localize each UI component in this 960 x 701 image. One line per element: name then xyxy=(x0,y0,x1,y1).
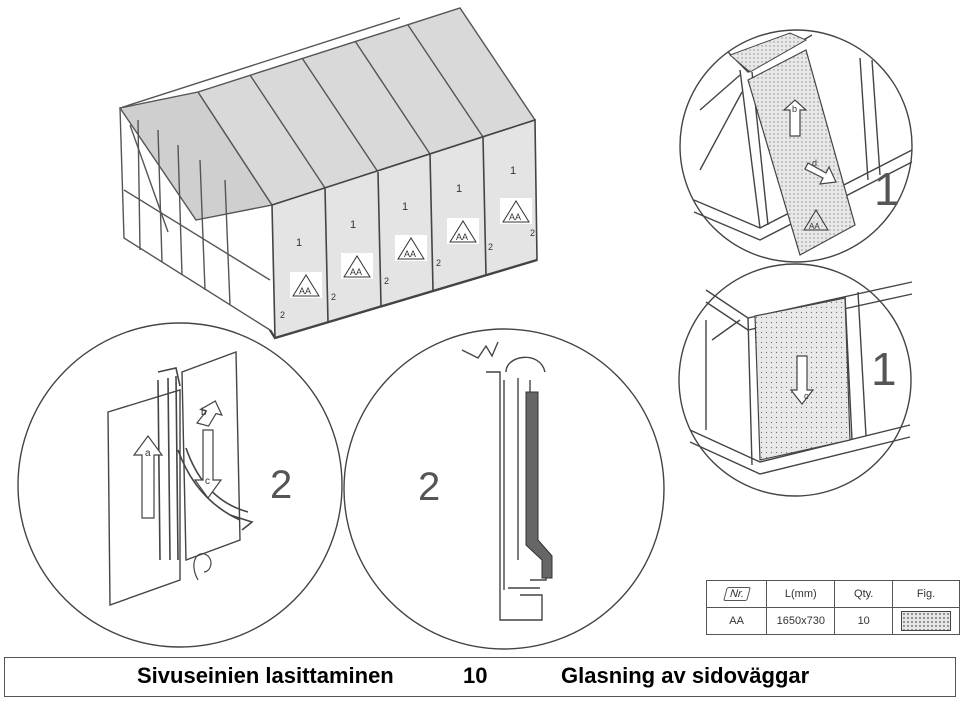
clip-label: 2 xyxy=(331,292,336,302)
title-swedish: Glasning av sidoväggar xyxy=(561,663,810,688)
table-header-row: Nr. L(mm) Qty. Fig. xyxy=(705,580,960,608)
panel-label: 1 xyxy=(510,165,516,177)
detail-circle-top-right: b d AA xyxy=(679,29,913,263)
panel-code-markers: AA AA AA AA AA xyxy=(290,198,532,298)
length-cell: 1650x730 xyxy=(766,607,836,635)
step-number: 1 xyxy=(871,343,897,395)
page-number: 10 xyxy=(463,663,488,688)
panel-number-labels: 1 1 1 1 1 xyxy=(296,165,516,249)
clip-label: 2 xyxy=(436,258,441,268)
qty-header-cell: Qty. xyxy=(834,580,893,608)
page-footer: Sivuseinien lasittaminen 10 Glasning av … xyxy=(4,657,956,697)
greenhouse-end-wall xyxy=(119,107,271,331)
table-row: AA 1650x730 10 xyxy=(705,607,960,635)
length-header-cell: L(mm) xyxy=(766,580,836,608)
arrow-label-d: d xyxy=(812,158,817,168)
glass-panel-swatch xyxy=(901,611,951,631)
nr-header-cell: Nr. xyxy=(722,587,751,601)
panel-label: 1 xyxy=(456,183,462,195)
step-number: 2 xyxy=(270,463,292,507)
panel-code: AA xyxy=(299,286,311,296)
detail-circle-mid-right: c xyxy=(678,263,913,497)
clip-label: 2 xyxy=(384,276,389,286)
panel-label: 1 xyxy=(402,201,408,213)
clip-number-labels: 2 2 2 2 2 2 xyxy=(280,228,535,320)
panel-code: AA xyxy=(350,267,362,277)
greenhouse-roof xyxy=(118,7,537,221)
arrow-label-b: b xyxy=(792,104,797,114)
panel-label: 1 xyxy=(296,237,302,249)
title-finnish: Sivuseinien lasittaminen xyxy=(137,663,394,688)
detail-circle-bottom-center xyxy=(343,328,665,650)
step-number: 2 xyxy=(418,465,440,509)
nr-cell: AA xyxy=(705,607,768,635)
arrow-label-c: c xyxy=(804,391,809,401)
clip-label: 2 xyxy=(488,242,493,252)
arrow-label-b: b xyxy=(201,407,207,418)
arrow-label-c: c xyxy=(205,476,210,487)
panel-code: AA xyxy=(509,212,521,222)
fig-header-cell: Fig. xyxy=(892,580,960,608)
qty-cell: 10 xyxy=(834,607,893,635)
panel-label: 1 xyxy=(350,219,356,231)
step-number: 1 xyxy=(874,163,900,215)
clip-label: 2 xyxy=(530,228,535,238)
panel-code: AA xyxy=(809,222,820,231)
clip-label: 2 xyxy=(280,310,285,320)
panel-code: AA xyxy=(404,249,416,259)
fig-cell xyxy=(892,607,960,635)
greenhouse-side-wall xyxy=(268,118,538,340)
parts-table: Nr. L(mm) Qty. Fig. AA 1650x730 10 xyxy=(705,580,960,635)
panel-code: AA xyxy=(456,232,468,242)
arrow-label-a: a xyxy=(145,448,151,459)
detail-circle-bottom-left: a b c xyxy=(17,322,343,648)
